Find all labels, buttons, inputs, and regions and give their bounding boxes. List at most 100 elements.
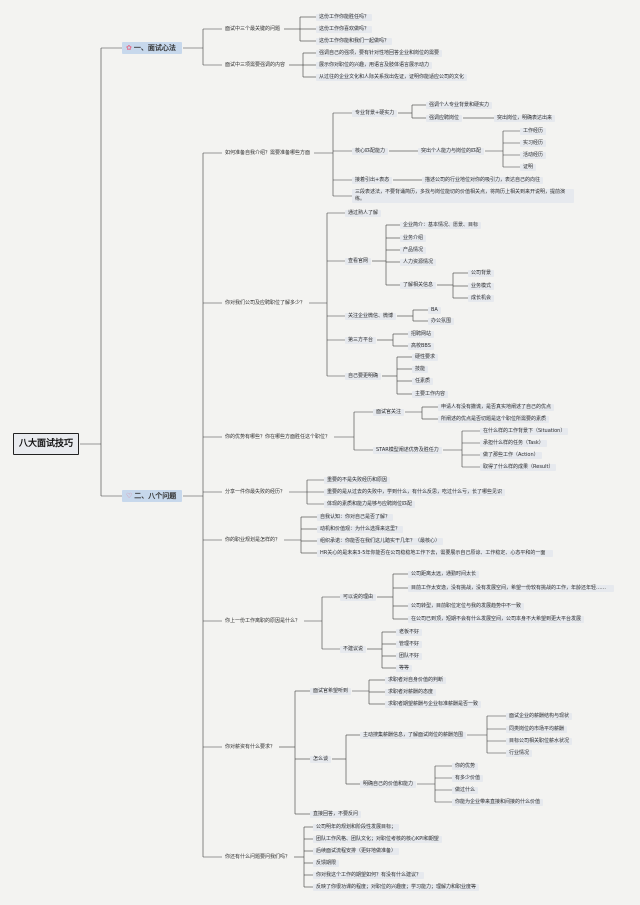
node-label: 所阐述的优点是否切题是这个职位所需要的素质	[441, 416, 547, 422]
node-b0c0c2: 这份工作你能和我们一起做吗？	[316, 38, 393, 45]
node-b1c0c1c0: 突出个人能力与岗位的匹配	[418, 148, 485, 155]
node-b1c1c1c4c2: 成长机会	[468, 295, 495, 302]
node-label: 展示你对职位的兴趣，用语言及肢体语言展示动力	[319, 62, 430, 68]
node-b1c5c1: 不建议说	[340, 646, 367, 653]
node-label: 描述公司的行业地位对你的吸引力，表达自己的向往	[425, 177, 541, 183]
node-label: 技能	[415, 366, 426, 372]
node-b0c0: 面试中三个最关键的问题	[222, 26, 283, 33]
node-b1c0c2: 接着引出+表态	[352, 177, 393, 184]
node-label: 反映了你很功课的程度；对职位的兴趣度；学习能力；理解力和职业度等	[316, 884, 477, 890]
node-label: 从过往的企业文化和人际关系找出佐证，证明你能适应公司的文化	[319, 74, 465, 80]
node-b1c6c1c0: 主动搜集薪酬信息，了解面试岗位的薪酬范围	[360, 732, 467, 739]
node-label: 直接回答，不要反问	[313, 811, 359, 817]
node-b1c0c0: 专业背景+硬实力	[352, 110, 398, 117]
node-b1c6c2: 直接回答，不要反问	[310, 811, 362, 818]
node-label: 你的优势	[455, 763, 476, 769]
node-label: 求职者期望薪酬与企业标准薪酬是否一致	[388, 701, 479, 707]
node-b1c6: 你对薪资有什么要求？	[222, 744, 278, 751]
node-b1c1c2c1: 办公氛围	[428, 318, 455, 325]
node-label: 实习经历	[523, 140, 544, 146]
node-label: STAR模型阐述优势及胜任力	[376, 447, 439, 453]
node-label: BA	[431, 307, 438, 313]
node-b1c0: 如何准备自我介绍？需要准备哪些方面	[222, 150, 313, 157]
node-label: 管理不好	[399, 641, 420, 647]
node-label: 通过熟人了解	[348, 210, 379, 216]
node-b1c1: 你对我们公司及应聘职位了解多少？	[222, 300, 308, 307]
node-label: 老板不好	[399, 629, 420, 635]
node-label: 硬性要求	[415, 354, 436, 360]
node-label: 动机和价值观：为什么选择来这里？	[320, 526, 401, 532]
node-label: 面试中三个最关键的问题	[225, 26, 281, 32]
node-b1c2c0c0: 申请人有没有撒谎，是否真实地阐述了自己的优点	[438, 404, 555, 411]
node-b1c7c2: 后续面试流程安排（更好地做准备）	[313, 848, 400, 855]
node-b1c1c4c3: 主要工作内容	[412, 391, 449, 398]
node-label: 活动经历	[523, 152, 544, 158]
node-label: 公司转型，目前职位定位与我的发展趋势中不一致	[411, 603, 522, 609]
node-b1c6c1c1: 明确自己的价值和能力	[360, 781, 417, 788]
node-label: 办公氛围	[431, 318, 452, 324]
node-b1c0c0c1: 强调应聘岗位	[426, 115, 463, 122]
node-label: 业务介绍	[403, 235, 424, 241]
node-b1c6c1c1c0: 你的优势	[452, 763, 479, 770]
node-b1c0c0c1c0: 突出岗位，明确表达出来	[494, 115, 556, 122]
node-b1c4: 你的职业规划是怎样的？	[222, 537, 283, 544]
node-b1c2c1c2: 做了那些工作（Action）	[480, 452, 542, 459]
node-b1c2c0c1: 所阐述的优点是否切题是这个职位所需要的素质	[438, 416, 550, 423]
node-b1c6c1c1c3: 你能为企业带来直接和间接的什么价值	[452, 799, 544, 806]
node-label: 同类岗位的市场平均薪酬	[509, 726, 565, 732]
node-label: 企业简介：基本情况、愿景、目标	[403, 222, 479, 228]
node-b1c1c1c0: 企业简介：基本情况、愿景、目标	[400, 222, 482, 229]
node-label: 八大面试技巧	[19, 439, 74, 449]
node-label: 这份工作你能胜任吗？	[319, 14, 370, 20]
node-label: 你还有什么问题要问我们吗？	[225, 854, 291, 860]
node-b1c5c0c0: 公司距离太远，通勤时间太长	[408, 571, 480, 578]
node-b1c1c4: 自己要更明确	[345, 373, 382, 380]
node-label: 了解相关信息	[403, 282, 434, 288]
node-b1c5c0c2: 公司转型，目前职位定位与我的发展趋势中不一致	[408, 603, 525, 610]
node-label: 怎么谈	[313, 756, 329, 762]
node-label: 强调个人专业背景和硬实力	[429, 102, 490, 108]
node-b1c5c1c0: 老板不好	[396, 629, 423, 636]
node-b1c5: 你上一份工作离职的原因是什么？	[222, 618, 303, 625]
node-b1c6c1c0c0: 面试企业的薪酬结构与现状	[506, 713, 573, 720]
node-b1c6c0c2: 求职者期望薪酬与企业标准薪酬是否一致	[385, 701, 482, 708]
node-label: 招聘网站	[411, 331, 432, 337]
node-label: 明确自己的价值和能力	[363, 781, 414, 787]
branch-interview-mindset: ✿一、面试心法	[122, 42, 182, 54]
node-label: 三段表述法，不要背诵简历，多找与岗位能切的价值相关点，将简历上相关到来开说明，提…	[355, 189, 566, 202]
node-label: 证明	[523, 164, 534, 170]
node-label: 你对我这个工作的期望如何？有没有什么建议？	[316, 872, 422, 878]
node-label: 强调自己的强项，要有针对性地回答企业和岗位的需要	[319, 50, 440, 56]
node-label: 行业情况	[509, 750, 530, 756]
node-label: 反馈期限	[316, 860, 337, 866]
node-b1c0c0c0: 强调个人专业背景和硬实力	[426, 102, 493, 109]
node-label: 强调应聘岗位	[429, 115, 460, 121]
node-label: 承担什么样的任务（Task）	[483, 440, 544, 446]
node-b1c1c1c4: 了解相关信息	[400, 282, 437, 289]
node-label: 组织承诺：你能否在我们这儿踏实干几年？（最核心）	[320, 538, 441, 544]
node-label: 求职者对自身价值的判断	[388, 677, 444, 683]
node-b1c0c1c0c1: 实习经历	[520, 140, 547, 147]
node-label: 产品情况	[403, 247, 424, 253]
node-b1c7c4: 你对我这个工作的期望如何？有没有什么建议？	[313, 872, 425, 879]
node-b1c7c0: 公司明年的规划和阶段性发展目标；	[313, 824, 400, 831]
node-label: 主要工作内容	[415, 391, 446, 397]
node-label: 团队工作风格、团队文化；对职位考核的核心KPI和期望	[316, 836, 439, 842]
node-label: 重要的不是失败经历和原因	[327, 477, 388, 483]
node-b1c0c2c0: 描述公司的行业地位对你的吸引力，表达自己的向往	[422, 177, 544, 184]
node-b1c3c0: 重要的不是失败经历和原因	[324, 477, 391, 484]
node-b0c1c2: 从过往的企业文化和人际关系找出佐证，证明你能适应公司的文化	[316, 74, 468, 81]
node-b1c4c2: 组织承诺：你能否在我们这儿踏实干几年？（最核心）	[317, 538, 444, 545]
node-b1c0c3: 三段表述法，不要背诵简历，多找与岗位能切的价值相关点，将简历上相关到来开说明，提…	[352, 189, 574, 203]
node-label: 不建议说	[343, 646, 364, 652]
node-b1c2c1c0: 在什么样的工作背景下（Situation）	[480, 428, 569, 435]
node-label: 你的优势有哪些？你在哪些方面胜任这个职位？	[225, 434, 331, 440]
node-label: 面试官希望听到	[313, 688, 349, 694]
node-b1c6c1c0c2: 目标公司相关职位薪水状况	[506, 738, 573, 745]
node-b1c7: 你还有什么问题要问我们吗？	[222, 854, 293, 861]
node-label: 你的职业规划是怎样的？	[225, 537, 281, 543]
node-b1c2c1: STAR模型阐述优势及胜任力	[373, 447, 442, 454]
node-b0c0c1: 这份工作你喜欢做吗？	[316, 26, 373, 33]
node-b1c0c1c0c2: 活动经历	[520, 152, 547, 159]
node-b1c3c2: 体现的素质和能力是够与应聘岗位匹配	[324, 501, 416, 508]
